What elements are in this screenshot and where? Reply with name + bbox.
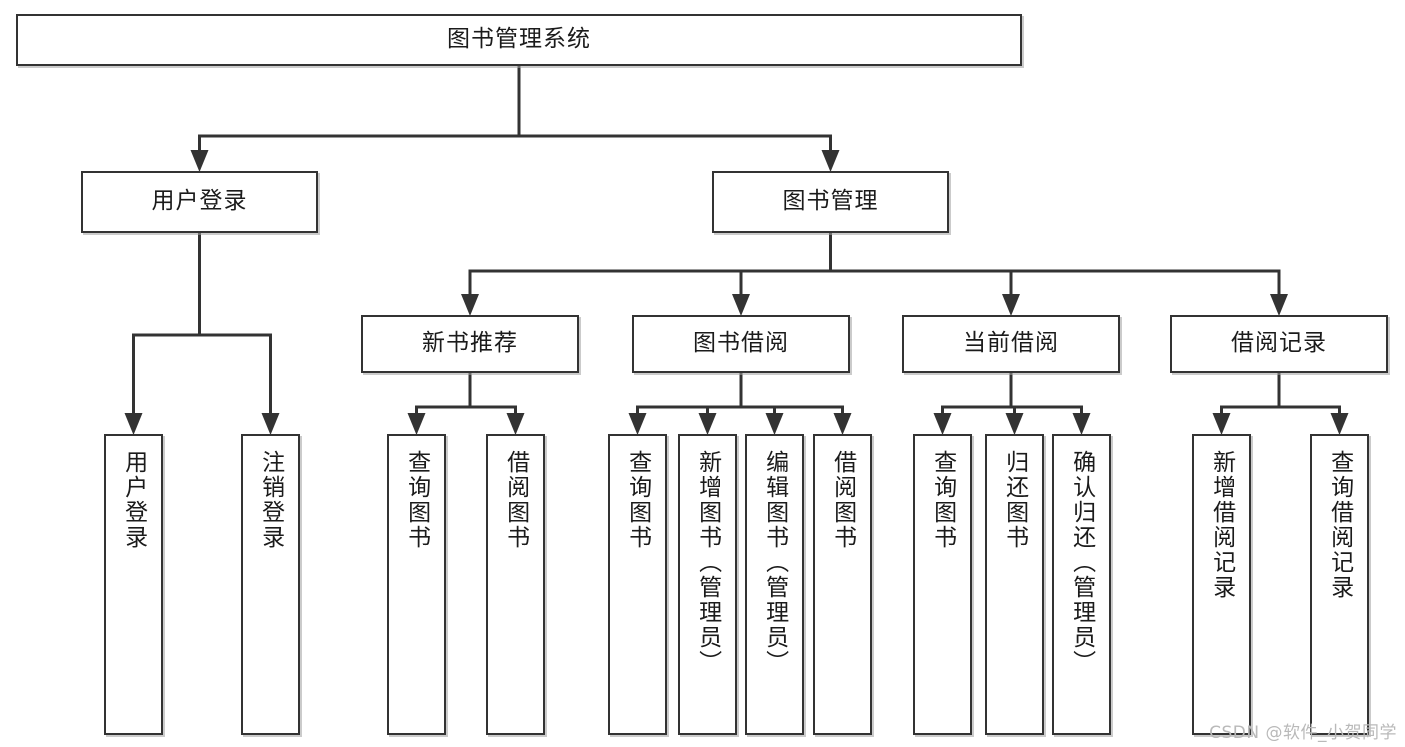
node-label: 图书管理 xyxy=(782,188,879,215)
node-label: 查询图书 xyxy=(624,450,651,550)
node-label: 确认归还（管理员） xyxy=(1068,450,1095,675)
node-root-system[interactable]: 图书管理系统 xyxy=(16,14,1022,66)
node-label: 借阅图书 xyxy=(829,450,856,550)
node-label: 图书管理系统 xyxy=(447,26,591,53)
leaf-user-login[interactable]: 用户登录 xyxy=(104,434,163,735)
node-label: 借阅图书 xyxy=(502,450,529,550)
leaf-user-logout[interactable]: 注销登录 xyxy=(241,434,300,735)
node-label: 新增图书（管理员） xyxy=(694,450,721,675)
node-label: 新增借阅记录 xyxy=(1208,450,1235,600)
leaf-query-book-recommendation[interactable]: 查询图书 xyxy=(387,434,446,735)
node-book-borrowing[interactable]: 图书借阅 xyxy=(632,315,850,373)
watermark-text: CSDN @软件_小贺同学 xyxy=(1209,723,1397,743)
node-current-borrowing[interactable]: 当前借阅 xyxy=(902,315,1120,373)
node-label: 借阅记录 xyxy=(1231,330,1327,357)
node-label: 用户登录 xyxy=(120,450,147,550)
leaf-edit-book-admin[interactable]: 编辑图书（管理员） xyxy=(745,434,804,735)
node-label: 用户登录 xyxy=(151,188,248,215)
leaf-query-borrowing-record[interactable]: 查询借阅记录 xyxy=(1310,434,1369,735)
leaf-return-book[interactable]: 归还图书 xyxy=(985,434,1044,735)
node-user-login[interactable]: 用户登录 xyxy=(81,171,318,233)
node-label: 查询图书 xyxy=(403,450,430,550)
node-label: 查询借阅记录 xyxy=(1326,450,1353,600)
leaf-confirm-return-admin[interactable]: 确认归还（管理员） xyxy=(1052,434,1111,735)
node-label: 图书借阅 xyxy=(693,330,789,357)
leaf-query-book-borrowing[interactable]: 查询图书 xyxy=(608,434,667,735)
leaf-borrow-book-borrowing[interactable]: 借阅图书 xyxy=(813,434,872,735)
leaf-add-book-admin[interactable]: 新增图书（管理员） xyxy=(678,434,737,735)
node-new-book-recommendation[interactable]: 新书推荐 xyxy=(361,315,579,373)
leaf-add-borrowing-record[interactable]: 新增借阅记录 xyxy=(1192,434,1251,735)
node-label: 归还图书 xyxy=(1001,450,1028,550)
node-label: 编辑图书（管理员） xyxy=(761,450,788,675)
node-borrowing-records[interactable]: 借阅记录 xyxy=(1170,315,1388,373)
node-label: 查询图书 xyxy=(929,450,956,550)
node-book-management[interactable]: 图书管理 xyxy=(712,171,949,233)
node-label: 当前借阅 xyxy=(963,330,1059,357)
leaf-query-book-current[interactable]: 查询图书 xyxy=(913,434,972,735)
leaf-borrow-book-recommendation[interactable]: 借阅图书 xyxy=(486,434,545,735)
node-label: 新书推荐 xyxy=(422,330,518,357)
node-label: 注销登录 xyxy=(257,450,284,550)
